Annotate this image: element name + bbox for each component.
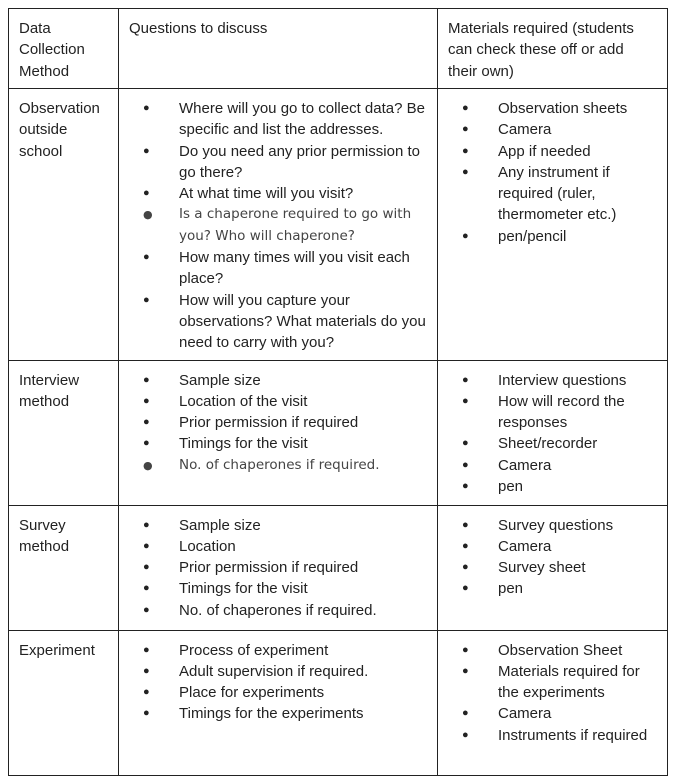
list-item: Any instrument if required (ruler, therm… bbox=[462, 162, 657, 226]
method-cell: Interview method bbox=[8, 359, 119, 506]
materials-cell: Observation Sheet Materials required for… bbox=[437, 629, 668, 776]
list-item: Timings for the experiments bbox=[143, 703, 427, 725]
list-item: Observation sheets bbox=[462, 98, 657, 120]
list-item: Where will you go to collect data? Be sp… bbox=[143, 98, 427, 141]
method-cell: Experiment bbox=[8, 629, 119, 776]
header-questions: Questions to discuss bbox=[118, 8, 438, 89]
list-item: Camera bbox=[462, 536, 657, 558]
list-item: How will record the responses bbox=[462, 391, 657, 434]
table-row: Observation outside school Where will yo… bbox=[8, 88, 668, 361]
header-materials: Materials required (students can check t… bbox=[437, 8, 668, 89]
list-item: Location of the visit bbox=[143, 391, 427, 413]
list-item: Observation Sheet bbox=[462, 640, 657, 662]
list-item: Sample size bbox=[143, 515, 427, 537]
list-item: How many times will you visit each place… bbox=[143, 247, 427, 290]
list-item: App if needed bbox=[462, 141, 657, 163]
table-row: Experiment Process of experiment Adult s… bbox=[8, 629, 668, 776]
header-row: Data Collection Method Questions to disc… bbox=[8, 8, 668, 89]
questions-cell: Process of experiment Adult supervision … bbox=[118, 629, 438, 776]
list-item: Is a chaperone required to go with you? … bbox=[143, 204, 427, 247]
list-item: Camera bbox=[462, 119, 657, 141]
list-item: Interview questions bbox=[462, 370, 657, 392]
list-item: Process of experiment bbox=[143, 640, 427, 662]
materials-cell: Survey questions Camera Survey sheet pen bbox=[437, 504, 668, 631]
data-collection-table: Data Collection Method Questions to disc… bbox=[8, 8, 668, 776]
list-item: Adult supervision if required. bbox=[143, 661, 427, 683]
list-item: No. of chaperones if required. bbox=[143, 455, 427, 477]
header-method: Data Collection Method bbox=[8, 8, 119, 89]
questions-cell: Where will you go to collect data? Be sp… bbox=[118, 88, 438, 361]
list-item: Instruments if required bbox=[462, 725, 657, 747]
list-item: Place for experiments bbox=[143, 682, 427, 704]
list-item: Sheet/recorder bbox=[462, 433, 657, 455]
list-item: pen/pencil bbox=[462, 226, 657, 248]
list-item: Prior permission if required bbox=[143, 412, 427, 434]
list-item: Camera bbox=[462, 703, 657, 725]
list-item: Survey sheet bbox=[462, 557, 657, 579]
table-row: Interview method Sample size Location of… bbox=[8, 359, 668, 506]
list-item: Location bbox=[143, 536, 427, 558]
list-item: Camera bbox=[462, 455, 657, 477]
method-cell: Observation outside school bbox=[8, 88, 119, 361]
materials-cell: Observation sheets Camera App if needed … bbox=[437, 88, 668, 361]
list-item: At what time will you visit? bbox=[143, 183, 427, 205]
questions-cell: Sample size Location of the visit Prior … bbox=[118, 359, 438, 506]
list-item: Timings for the visit bbox=[143, 578, 427, 600]
list-item: Do you need any prior permission to go t… bbox=[143, 141, 427, 184]
list-item: Sample size bbox=[143, 370, 427, 392]
list-item: No. of chaperones if required. bbox=[143, 600, 427, 622]
list-item: pen bbox=[462, 578, 657, 600]
list-item: Materials required for the experiments bbox=[462, 661, 657, 704]
table-row: Survey method Sample size Location Prior… bbox=[8, 504, 668, 631]
questions-cell: Sample size Location Prior permission if… bbox=[118, 504, 438, 631]
list-item: Timings for the visit bbox=[143, 433, 427, 455]
list-item: How will you capture your observations? … bbox=[143, 290, 427, 354]
method-cell: Survey method bbox=[8, 504, 119, 631]
list-item: pen bbox=[462, 476, 657, 498]
materials-cell: Interview questions How will record the … bbox=[437, 359, 668, 506]
list-item: Prior permission if required bbox=[143, 557, 427, 579]
list-item: Survey questions bbox=[462, 515, 657, 537]
